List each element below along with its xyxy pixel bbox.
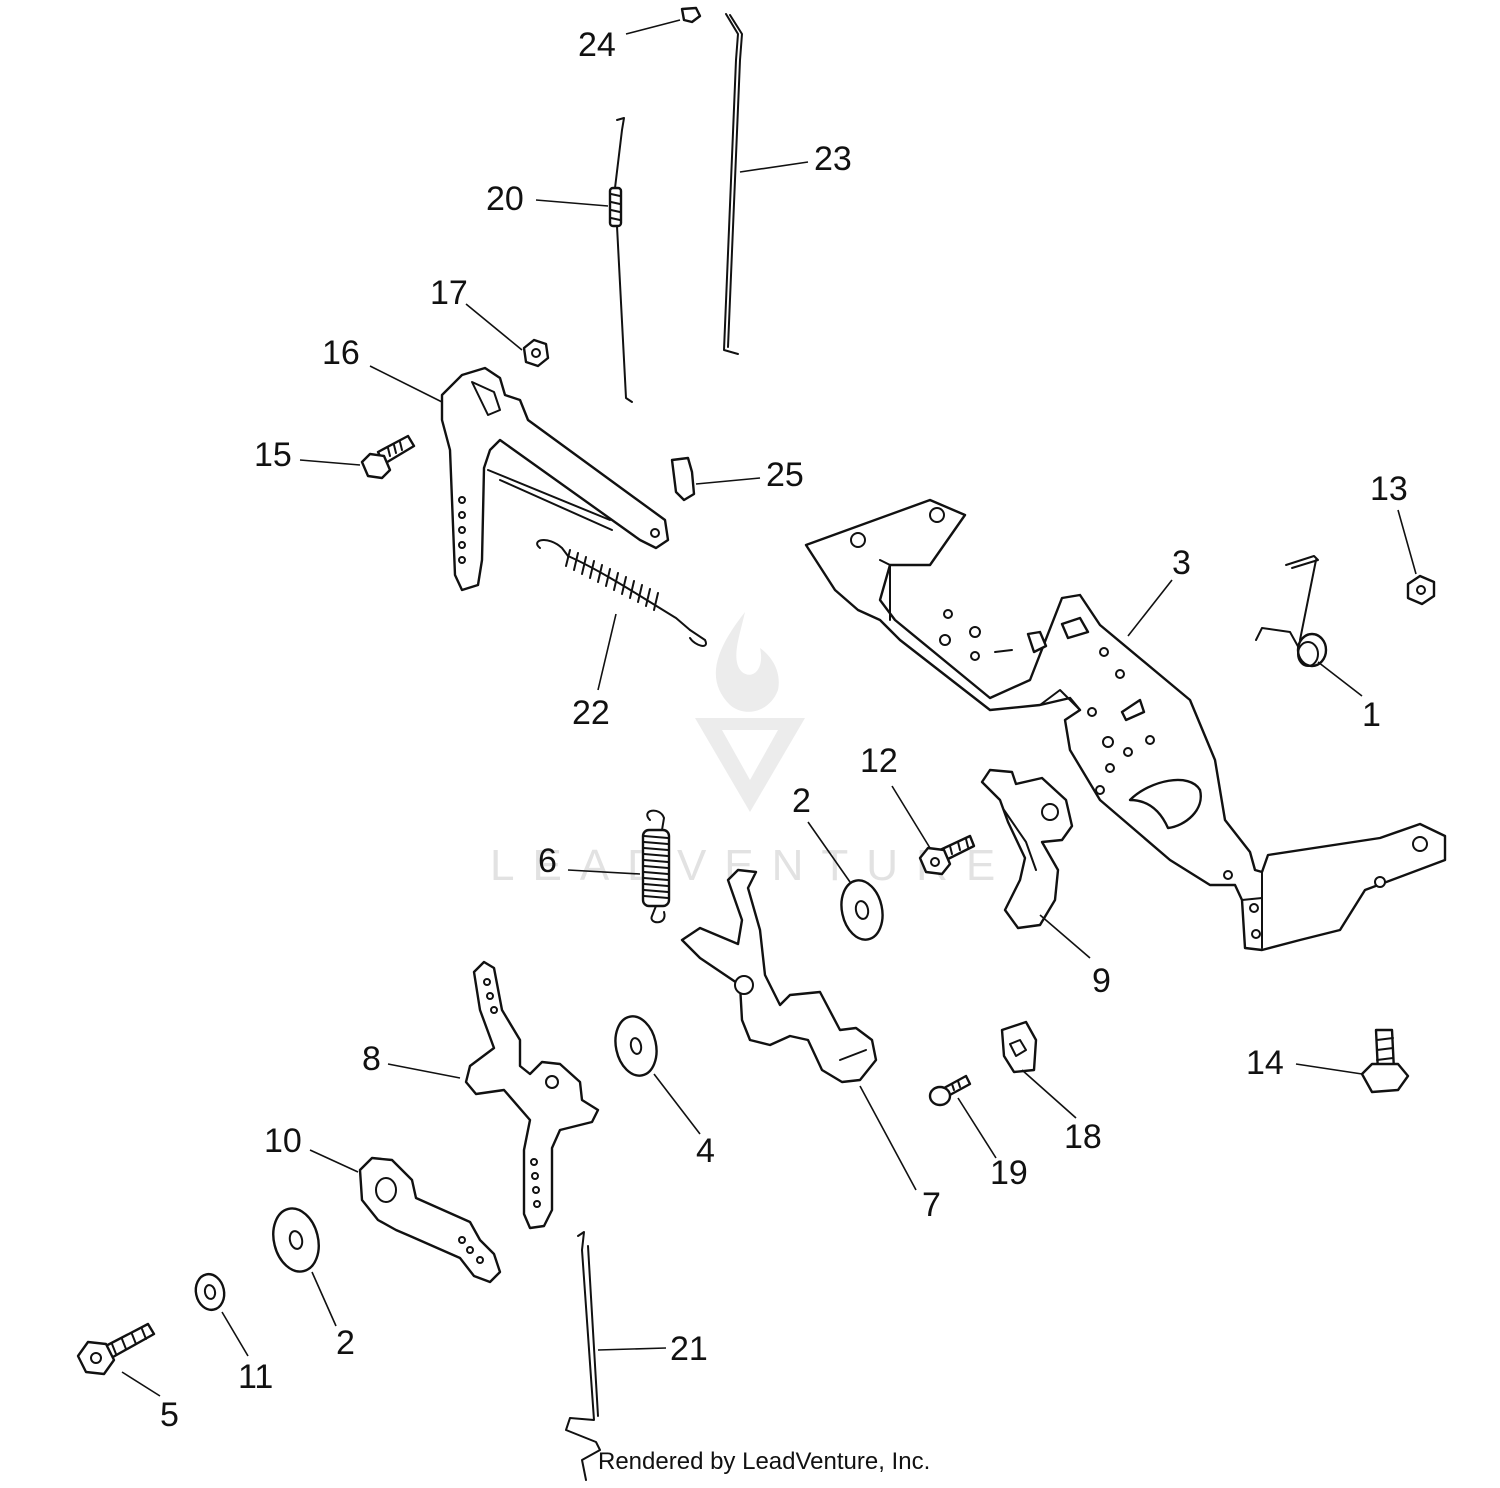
callout-11: 11 — [238, 1358, 273, 1396]
part-13-hex-nut — [1406, 574, 1436, 606]
callout-18: 18 — [1064, 1118, 1102, 1156]
callout-25: 25 — [766, 456, 804, 494]
callout-23: 23 — [814, 140, 852, 178]
part-8-choke-bracket — [464, 960, 600, 1230]
watermark-v-icon — [695, 718, 805, 812]
part-20-throttle-link — [608, 117, 633, 403]
part-22-extension-spring — [536, 539, 707, 647]
part-25-cable-clip — [670, 456, 696, 502]
part-15-flange-bolt — [360, 434, 416, 480]
callout-leader-lines — [121, 19, 1417, 1397]
callout-16: 16 — [322, 334, 360, 372]
callout-2: 2 — [336, 1324, 355, 1362]
callout-12: 12 — [860, 742, 898, 780]
part-19-screw — [928, 1074, 972, 1107]
part-23-governor-rod — [723, 13, 743, 355]
callout-5: 5 — [160, 1396, 179, 1434]
part-1-torsion-spring — [1255, 555, 1328, 668]
callout-13: 13 — [1370, 470, 1408, 508]
callout-labels: 24 23 20 17 16 15 25 13 3 1 22 12 2 6 9 … — [160, 26, 1408, 1434]
callout-20: 20 — [486, 180, 524, 218]
part-10-throttle-lever — [358, 1156, 502, 1284]
callout-1: 1 — [1362, 696, 1381, 734]
part-14-flange-bolt — [1360, 1028, 1410, 1094]
part-7-speed-control-lever — [680, 868, 878, 1084]
part-16-control-bracket — [440, 366, 670, 592]
callout-2: 2 — [792, 782, 811, 820]
callout-17: 17 — [430, 274, 468, 312]
part-21-choke-rod — [565, 1231, 601, 1481]
callout-8: 8 — [362, 1040, 381, 1078]
part-2-flat-washer-lower — [272, 1207, 320, 1273]
part-5-flange-bolt — [76, 1322, 156, 1376]
callout-22: 22 — [572, 694, 610, 732]
part-6-extension-spring — [641, 809, 671, 924]
part-9-control-lever — [980, 768, 1074, 930]
watermark-flame-icon — [715, 612, 779, 712]
callout-24: 24 — [578, 26, 616, 64]
callout-7: 7 — [922, 1186, 941, 1224]
callout-21: 21 — [670, 1330, 708, 1368]
callout-19: 19 — [990, 1154, 1028, 1192]
rendered-by-footer: Rendered by LeadVenture, Inc. — [598, 1448, 931, 1475]
part-11-lock-washer — [194, 1272, 226, 1312]
part-2-flat-washer-upper — [840, 879, 884, 941]
part-17-hex-nut — [522, 338, 550, 368]
part-24-push-nut — [680, 6, 702, 24]
callout-9: 9 — [1092, 962, 1111, 1000]
callout-14: 14 — [1246, 1044, 1284, 1082]
callout-4: 4 — [696, 1132, 715, 1170]
part-18-retaining-clip — [1000, 1020, 1038, 1074]
callout-3: 3 — [1172, 544, 1191, 582]
callout-10: 10 — [264, 1122, 302, 1160]
callout-6: 6 — [538, 842, 557, 880]
part-3-control-plate — [804, 498, 1447, 952]
part-4-flat-washer — [614, 1015, 658, 1077]
callout-15: 15 — [254, 436, 292, 474]
part-12-flange-bolt — [918, 834, 976, 876]
